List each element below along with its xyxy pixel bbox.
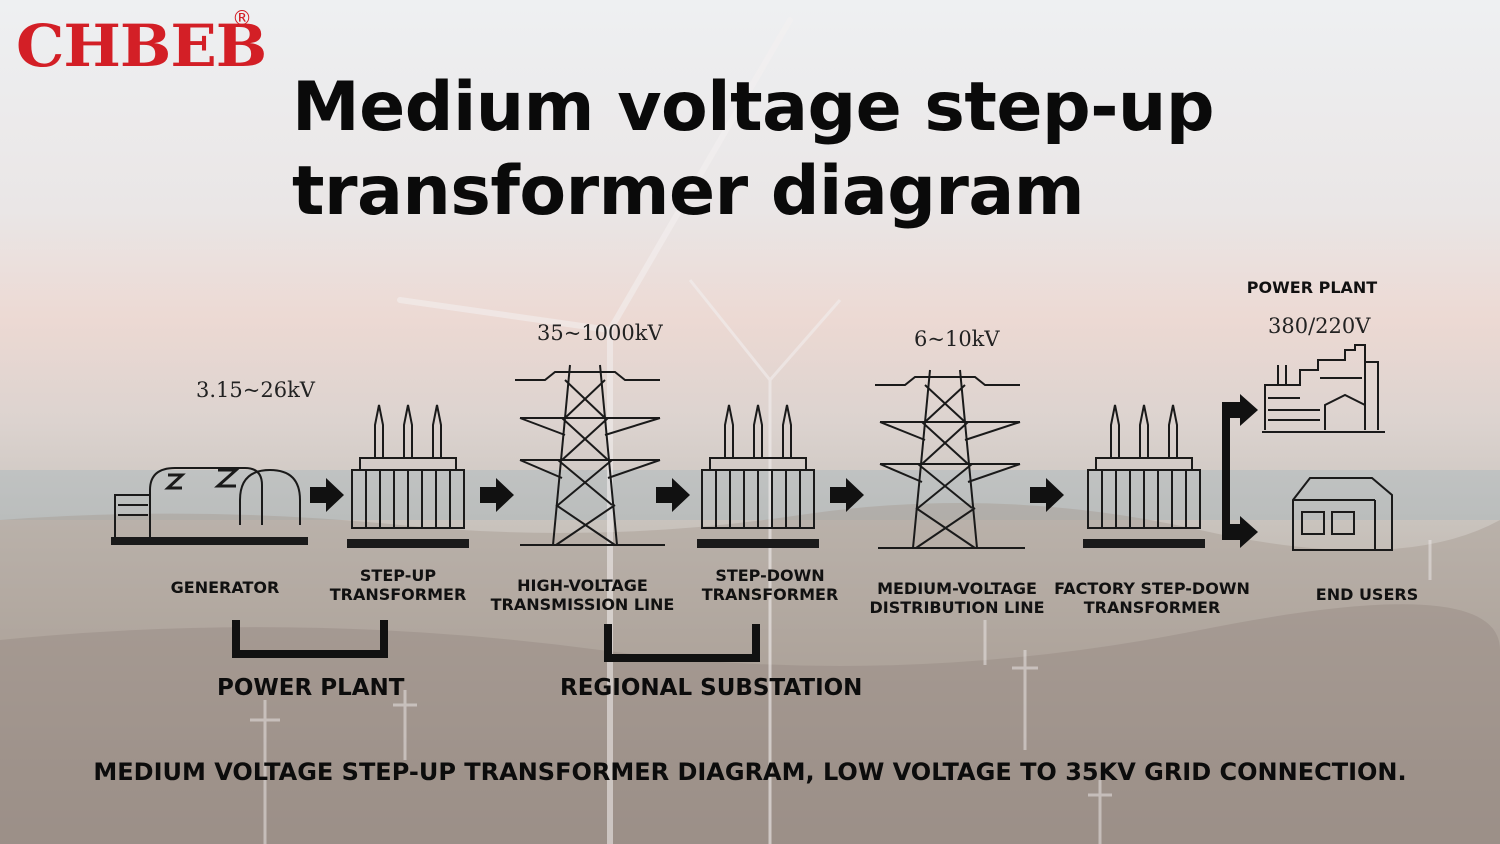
label-hv-transmission-line: HIGH-VOLTAGE TRANSMISSION LINE bbox=[490, 576, 675, 614]
arrow-right-icon bbox=[656, 478, 690, 512]
house-icon bbox=[1292, 477, 1393, 551]
group-brackets bbox=[232, 620, 760, 662]
voltage-generator: 3.15~26kV bbox=[196, 378, 315, 402]
arrow-right-icon bbox=[1222, 394, 1258, 426]
hv-tower-icon bbox=[515, 364, 665, 546]
factory-building-icon bbox=[1262, 344, 1385, 433]
branch-connector-icon bbox=[1222, 405, 1230, 540]
voltage-transmission: 35~1000kV bbox=[537, 321, 663, 345]
arrow-right-icon bbox=[480, 478, 514, 512]
arrow-right-icon bbox=[830, 478, 864, 512]
registered-mark: ® bbox=[232, 6, 252, 30]
label-step-down-transformer: STEP-DOWN TRANSFORMER bbox=[701, 566, 839, 604]
label-generator: GENERATOR bbox=[170, 578, 280, 597]
flow-arrows bbox=[310, 394, 1258, 548]
label-factory-transformer: FACTORY STEP-DOWN TRANSFORMER bbox=[1054, 579, 1250, 617]
arrow-right-icon bbox=[1030, 478, 1064, 512]
label-mv-distribution-line: MEDIUM-VOLTAGE DISTRIBUTION LINE bbox=[869, 579, 1045, 617]
label-step-up-transformer: STEP-UP TRANSFORMER bbox=[329, 566, 467, 604]
arrow-right-icon bbox=[310, 478, 344, 512]
mv-tower-icon bbox=[875, 369, 1025, 549]
diagram-caption: MEDIUM VOLTAGE STEP-UP TRANSFORMER DIAGR… bbox=[93, 758, 1407, 786]
step-up-transformer-icon bbox=[347, 404, 469, 548]
title-line-1: Medium voltage step-up bbox=[292, 68, 1215, 147]
label-end-users: END USERS bbox=[1315, 585, 1419, 604]
step-down-transformer-icon bbox=[697, 404, 819, 548]
group-label-power-plant: POWER PLANT bbox=[217, 675, 405, 701]
factory-transformer-icon bbox=[1083, 404, 1205, 548]
voltage-distribution: 6~10kV bbox=[914, 327, 1000, 351]
group-label-regional-substation: REGIONAL SUBSTATION bbox=[560, 675, 863, 701]
voltage-low: 380/220V bbox=[1268, 314, 1371, 338]
power-plant-bracket bbox=[232, 620, 388, 658]
title-line-2: transformer diagram bbox=[292, 152, 1085, 231]
regional-substation-bracket bbox=[604, 624, 760, 662]
arrow-right-icon bbox=[1222, 516, 1258, 548]
generator-icon bbox=[111, 467, 308, 545]
label-power-plant-top: POWER PLANT bbox=[1246, 278, 1378, 297]
brand-logo: CHBEB bbox=[16, 12, 267, 80]
page-title: Medium voltage step-up transformer diagr… bbox=[292, 66, 1292, 234]
